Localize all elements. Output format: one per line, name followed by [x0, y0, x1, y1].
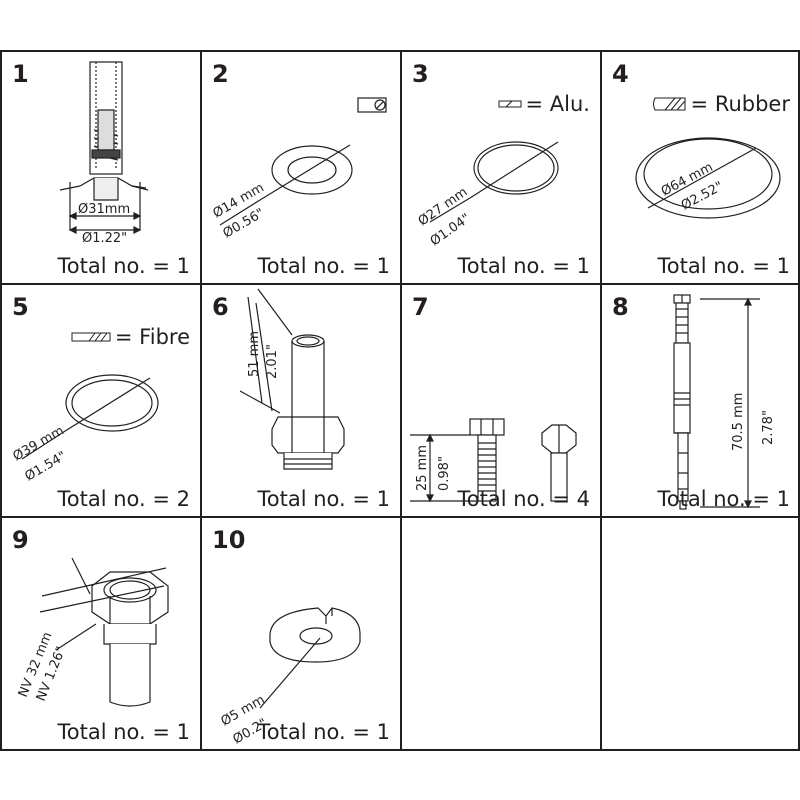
total-count: Total no. = 1 [257, 487, 391, 511]
dimension-label: 2.78" [761, 410, 776, 445]
cell-empty-11 [400, 516, 600, 749]
fibre-washer-drawing: Ø39 mm Ø1.54" [11, 374, 159, 484]
total-count: Total no. = 1 [57, 254, 191, 278]
total-count: Total no. = 1 [257, 254, 391, 278]
cell-number: 1 [12, 60, 29, 88]
cell-number: 6 [212, 293, 229, 321]
cell-empty-12 [600, 516, 800, 749]
legend-label: = Fibre [114, 325, 190, 349]
dimension-label: 25 mm [415, 445, 430, 491]
profile-symbol [652, 97, 686, 111]
cell-number: 4 [612, 60, 629, 88]
total-count: Total no. = 4 [457, 487, 591, 511]
washer-drawing: Ø14 mm Ø0.56" [211, 97, 387, 241]
grid-line-left [0, 50, 2, 751]
profile-symbol [357, 97, 387, 113]
total-count: Total no. = 1 [657, 254, 791, 278]
total-count: Total no. = 1 [57, 720, 191, 744]
material-legend: = Fibre [71, 325, 190, 349]
grid-line-col2 [400, 50, 402, 751]
grid-line-col1 [200, 50, 202, 751]
bolt-drawing: 25 mm 0.98" [410, 418, 577, 503]
alu-ring-drawing: Ø27 mm Ø1.04" [416, 141, 559, 249]
cell-number: 8 [612, 293, 629, 321]
cell-8: 8 70.5 mm 2.78" Total no. = 1 [600, 283, 800, 516]
grid-line-col3 [600, 50, 602, 751]
cell-number: 3 [412, 60, 429, 88]
armature-tube-drawing: 51 mm 2.01" [239, 288, 345, 470]
lock-washer-drawing: Ø5 mm Ø0.2" [219, 607, 361, 747]
cell-5: 5 = Fibre Ø39 mm Ø1.54" Total no. = 2 [0, 283, 200, 516]
profile-symbol [498, 100, 522, 108]
parts-grid: 1 Ø31mm Ø1.22" Total no. [0, 50, 800, 751]
total-count: Total no. = 1 [257, 720, 391, 744]
dimension-label: 2.01" [265, 344, 280, 379]
legend-label: = Alu. [525, 92, 590, 116]
cell-10: 10 Ø5 mm Ø0.2" Total no. = 1 [200, 516, 400, 749]
dimension-label: 51 mm [247, 331, 262, 377]
cell-9: 9 NV 32 mm NV 1.26" Total no. = 1 [0, 516, 200, 749]
cell-7: 7 25 mm 0.98" Total no. = 4 [400, 283, 600, 516]
armature-drawing: 70.5 mm 2.78" [673, 294, 776, 510]
cell-2: 2 Ø14 mm Ø0.56" Total no. = 1 [200, 50, 400, 283]
dimension-label: 0.98" [437, 456, 452, 491]
profile-symbol [71, 332, 111, 342]
cell-3: 3 = Alu. Ø27 mm Ø1.04" Total no. = 1 [400, 50, 600, 283]
hex-nut-drawing: NV 32 mm NV 1.26" [16, 557, 169, 707]
cell-1: 1 Ø31mm Ø1.22" Total no. [0, 50, 200, 283]
cell-4: 4 = Rubber Ø64 mm Ø2.52" Total no. = 1 [600, 50, 800, 283]
valve-insert-drawing: Ø31mm Ø1.22" [59, 61, 149, 246]
dimension-label: Ø1.22" [82, 231, 127, 246]
total-count: Total no. = 1 [657, 487, 791, 511]
cell-number: 7 [412, 293, 429, 321]
cell-number: 5 [12, 293, 29, 321]
grid-line-right [798, 50, 800, 751]
legend-label: = Rubber [690, 92, 790, 116]
cell-number: 9 [12, 526, 29, 554]
cell-6: 6 51 mm 2.01" Total no. = 1 [200, 283, 400, 516]
rubber-ring-drawing: Ø64 mm Ø2.52" [635, 137, 781, 219]
material-legend: = Rubber [651, 92, 790, 116]
dimension-label: 70.5 mm [731, 393, 746, 451]
total-count: Total no. = 1 [457, 254, 591, 278]
total-count: Total no. = 2 [57, 487, 191, 511]
dimension-label: Ø31mm [78, 202, 130, 217]
cell-number: 10 [212, 526, 246, 554]
material-legend: = Alu. [498, 92, 590, 116]
cell-number: 2 [212, 60, 229, 88]
